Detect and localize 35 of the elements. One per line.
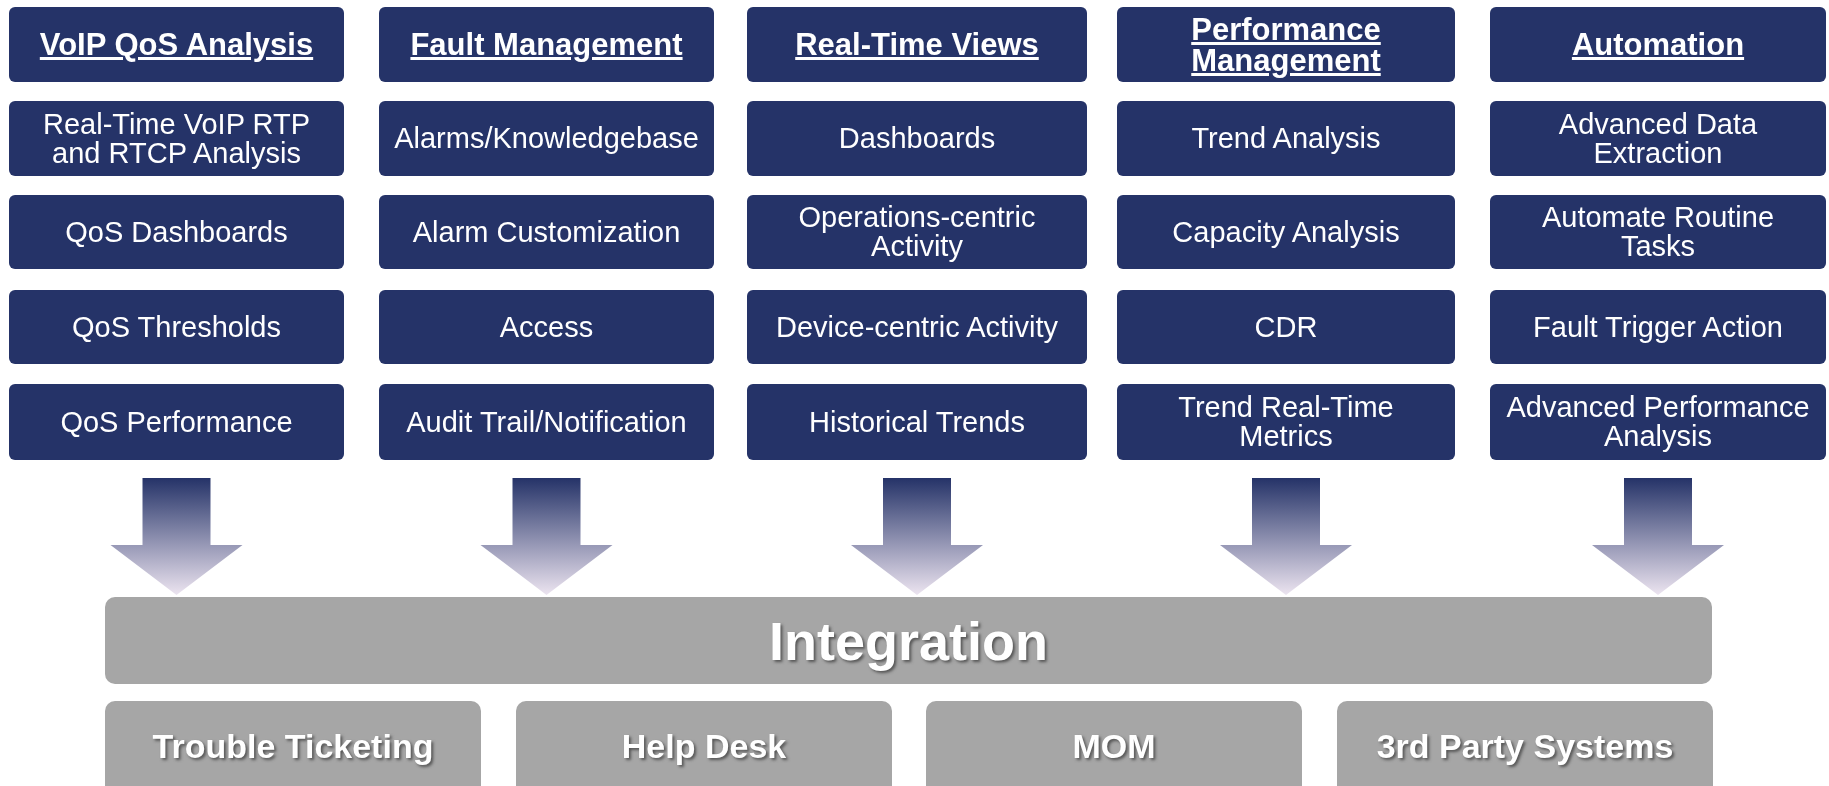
category-header: Fault Management	[379, 7, 714, 82]
category-header: Real-Time Views	[747, 7, 1087, 82]
feature-box: Advanced Data Extraction	[1490, 101, 1826, 176]
feature-box: Dashboards	[747, 101, 1087, 176]
feature-box: CDR	[1117, 290, 1455, 364]
feature-box: QoS Performance	[9, 384, 344, 460]
feature-box: Historical Trends	[747, 384, 1087, 460]
feature-box: Real-Time VoIP RTP and RTCP Analysis	[9, 101, 344, 176]
feature-box: Capacity Analysis	[1117, 195, 1455, 269]
feature-box: Alarms/Knowledgebase	[379, 101, 714, 176]
feature-box: Device-centric Activity	[747, 290, 1087, 364]
block-arrow	[1220, 478, 1352, 595]
feature-box: Audit Trail/Notification	[379, 384, 714, 460]
category-header: Automation	[1490, 7, 1826, 82]
feature-box: Trend Real-Time Metrics	[1117, 384, 1455, 460]
feature-box: Alarm Customization	[379, 195, 714, 269]
feature-box: QoS Thresholds	[9, 290, 344, 364]
integration-bar: Integration	[105, 597, 1712, 684]
block-arrow	[1592, 478, 1724, 595]
feature-box: Automate Routine Tasks	[1490, 195, 1826, 269]
system-tab: MOM	[926, 701, 1302, 786]
system-tab: Trouble Ticketing	[105, 701, 481, 786]
system-tab: Help Desk	[516, 701, 892, 786]
block-arrow	[110, 478, 243, 595]
feature-box: Fault Trigger Action	[1490, 290, 1826, 364]
feature-box: QoS Dashboards	[9, 195, 344, 269]
feature-box: Operations-centric Activity	[747, 195, 1087, 269]
block-arrow	[851, 478, 983, 595]
feature-box: Trend Analysis	[1117, 101, 1455, 176]
feature-box: Access	[379, 290, 714, 364]
category-header: VoIP QoS Analysis	[9, 7, 344, 82]
block-arrow	[480, 478, 613, 595]
feature-box: Advanced Performance Analysis	[1490, 384, 1826, 460]
system-tab: 3rd Party Systems	[1337, 701, 1713, 786]
category-header: Performance Management	[1117, 7, 1455, 82]
